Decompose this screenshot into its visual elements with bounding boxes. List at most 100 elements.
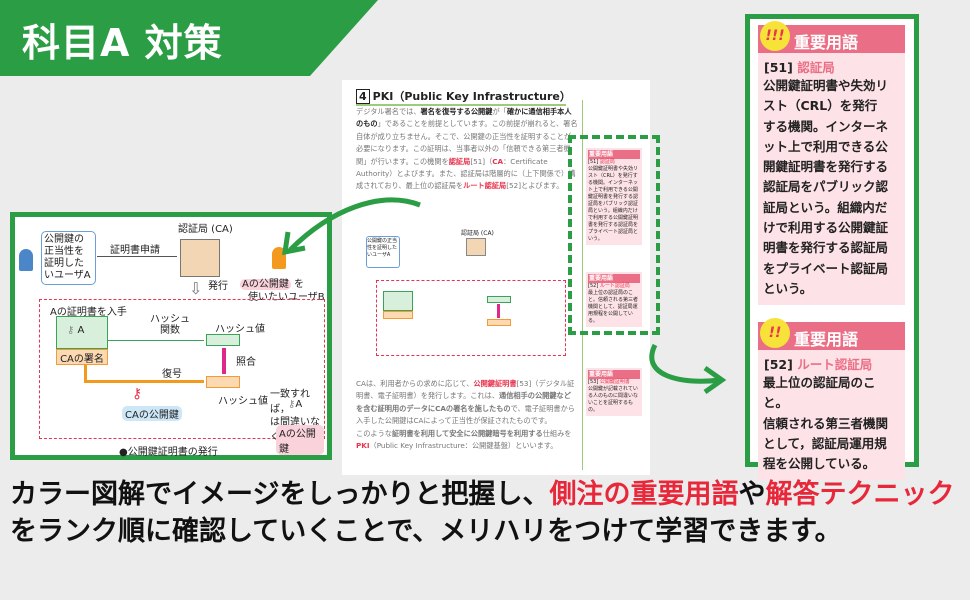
key-a-label: A xyxy=(77,325,85,336)
highlight-dashed-frame xyxy=(568,135,660,335)
term-line: 認証局をパブリック認 xyxy=(763,179,889,195)
mini-cert-box xyxy=(376,280,566,356)
term-line: 程を公開している。 xyxy=(763,456,876,472)
text-run: 公開鍵証明書 xyxy=(473,379,517,388)
certain-label: は間違いなく xyxy=(270,417,320,443)
side-note-53: 重要用語[53] 公開鍵証明書公開鍵が記載されている人のものに間違いないことを証… xyxy=(586,368,642,416)
paragraph-3: このような証明書を利用して安全に公開鍵暗号を利用する仕組みをPKI（Public… xyxy=(356,428,578,453)
arrow-head-right-icon xyxy=(703,365,727,395)
side-note-num: [53] xyxy=(588,379,599,385)
caption-run: カラー図解でイメージをしっかりと把握し、 xyxy=(10,479,550,510)
term-line: をプライベート認証局 xyxy=(763,260,889,276)
important-terms-panel: !!!重要用語 [51] 認証局 公開鍵証明書や失効リスト（CRL）を発行する機… xyxy=(745,14,919,481)
text-run: 」であることを前提としています。この前提が崩れると、署名自体が成り立ちません。そ… xyxy=(356,119,578,166)
term-line: 最上位の認証局のこと。 xyxy=(763,375,876,411)
side-note-header: 重要用語 xyxy=(588,370,640,379)
term-line: として，認証局運用規 xyxy=(763,435,887,451)
user-b-label: 使いたいユーザB xyxy=(248,292,325,303)
decrypt-label: 復号 xyxy=(162,369,182,380)
caption-run: 解答テクニック xyxy=(765,479,955,510)
term-line: 証局という。組織内だ xyxy=(763,199,888,215)
caption-run: をランク順に確認していくことで、メリハリをつけて学習できます。 xyxy=(10,516,842,547)
side-note-term: 認証局 xyxy=(599,159,615,165)
text-run: ルート認証局 xyxy=(463,181,507,191)
mini-diagram: 公開鍵の正当性を証明したいユーザA 認証局 (CA) xyxy=(366,228,581,358)
term-header: 重要用語 xyxy=(794,330,859,349)
term-description: 最上位の認証局のこと。信頼される第三者機関として，認証局運用規程を公開している。 xyxy=(758,373,905,480)
compare-arrow xyxy=(222,348,226,374)
term-card-51: !!!重要用語 [51] 認証局 公開鍵証明書や失効リスト（CRL）を発行する機… xyxy=(758,21,905,306)
margin-line xyxy=(582,100,583,470)
term-line: 信頼される第三者機関 xyxy=(763,415,889,431)
hash-value-label: ハッシュ値 xyxy=(215,324,265,335)
mini-hash2 xyxy=(487,319,511,326)
arrow-to-diagram-icon xyxy=(288,197,421,252)
side-note-text: 公開鍵が記載されている人のものに間違いないことを証明するもの。 xyxy=(588,386,639,413)
decrypt-arrow xyxy=(84,380,204,383)
diagram-caption: ●公開鍵証明書の発行 xyxy=(119,447,218,458)
key-a-box: ⚷ A xyxy=(56,316,108,349)
text-run: 認証局 xyxy=(448,156,471,166)
side-note-num: [51] xyxy=(588,159,599,165)
text-run: 仕組みを xyxy=(542,428,572,438)
certificate-box: Aの証明書を入手 ⚷ A CAの署名 ハッシュ関数 ハッシュ値 照合 復号 ハッ… xyxy=(39,299,325,455)
term-description: 公開鍵証明書や失効リスト（CRL）を発行する機関。インターネット上で利用できる公… xyxy=(758,76,905,305)
compare-label: 照合 xyxy=(236,357,256,368)
mini-user-a: 公開鍵の正当性を証明したいユーザA xyxy=(366,236,400,268)
text-run: デジタル署名では、 xyxy=(356,107,421,116)
term-line: ット上で利用できる公 xyxy=(763,138,888,154)
text-run: 証明書を利用して安全に公開鍵暗号を利用する xyxy=(391,428,543,438)
a-pubkey-label: Aの公開鍵 xyxy=(276,425,324,455)
side-note-52: 重要用語[52] ルート認証局最上位の認証局のこと。信頼される第三者機関として、… xyxy=(586,272,642,327)
text-run: が「 xyxy=(492,107,507,116)
mini-compare-arrow xyxy=(497,304,500,318)
request-label: 証明書申請 xyxy=(110,245,160,256)
caption-run: や xyxy=(738,479,766,510)
user-b-suffix: を xyxy=(294,279,305,290)
paragraph-1: デジタル署名では、署名を復号する公開鍵が「確かに通信相手本人のもの」であることを… xyxy=(356,106,578,193)
issue-label: 発行 xyxy=(208,281,228,292)
hash-arrow xyxy=(108,340,204,341)
paragraph-2: CAは、利用者からの求めに応じて、公開鍵証明書[53]（デジタル証明書、電子証明… xyxy=(356,378,578,428)
arrow-head-left-icon xyxy=(281,231,306,256)
section-title-text: PKI（Public Key Infrastructure） xyxy=(372,90,571,103)
obtain-label: Aの証明書を入手 xyxy=(50,307,127,318)
text-run: CA xyxy=(492,156,504,166)
side-note-term: ルート認証局 xyxy=(599,283,630,289)
side-note-num: [52] xyxy=(588,283,599,289)
text-run: このような xyxy=(356,428,392,438)
match-label: 一致すれば， xyxy=(270,389,310,415)
user-b-key: Aの公開鍵 xyxy=(240,279,291,290)
ca-label: 認証局 (CA) xyxy=(178,224,233,235)
text-run: で、電子証明書から入手した公開鍵はCAによって正当性が保証されたものです。 xyxy=(356,403,575,426)
banner-title: 科目A 対策 xyxy=(22,21,223,65)
mini-ca-label: 認証局 (CA) xyxy=(461,230,494,237)
side-note-header: 重要用語 xyxy=(588,274,640,283)
term-line: けで利用する公開鍵証 xyxy=(763,220,889,236)
text-run: [53]（デジタル証明書、電子証明書）を発行します。これは、 xyxy=(356,379,575,401)
side-note-header: 重要用語 xyxy=(588,150,640,159)
bottom-caption: カラー図解でイメージをしっかりと把握し、側注の重要用語や解答テクニックをランク順… xyxy=(10,476,970,550)
term-line: 公開鍵証明書や失効リ xyxy=(763,78,889,93)
text-run: CAは、利用者からの求めに応じて、 xyxy=(356,379,474,388)
building-icon xyxy=(180,239,220,277)
key-a2-label: A xyxy=(295,399,303,410)
text-run: ：Certificate Authority）とよびます。また、認証局は階層的に… xyxy=(356,156,576,191)
ca-pubkey-label: CAの公開鍵 xyxy=(122,406,182,421)
term-name: ルート認証局 xyxy=(797,357,873,372)
term-line: する機関。インターネ xyxy=(763,118,889,134)
caption-run: 側注の重要用語 xyxy=(549,479,739,510)
term-number: [52] xyxy=(764,357,793,372)
term-header: 重要用語 xyxy=(794,33,859,52)
side-note-term: 公開鍵証明書 xyxy=(599,379,630,385)
text-run: [51]（ xyxy=(470,156,493,166)
diagram-enlarged: 認証局 (CA) 公開鍵の正当性を証明したいユーザA 証明書申請 発行 ⇩ Aの… xyxy=(10,212,332,460)
user-a-box: 公開鍵の正当性を証明したいユーザA xyxy=(41,231,96,285)
request-arrow xyxy=(97,256,177,257)
ca-key-icon: ⚷ xyxy=(132,386,143,402)
section-number: 4 xyxy=(356,89,370,104)
ca-signature: CAの署名 xyxy=(56,349,108,365)
